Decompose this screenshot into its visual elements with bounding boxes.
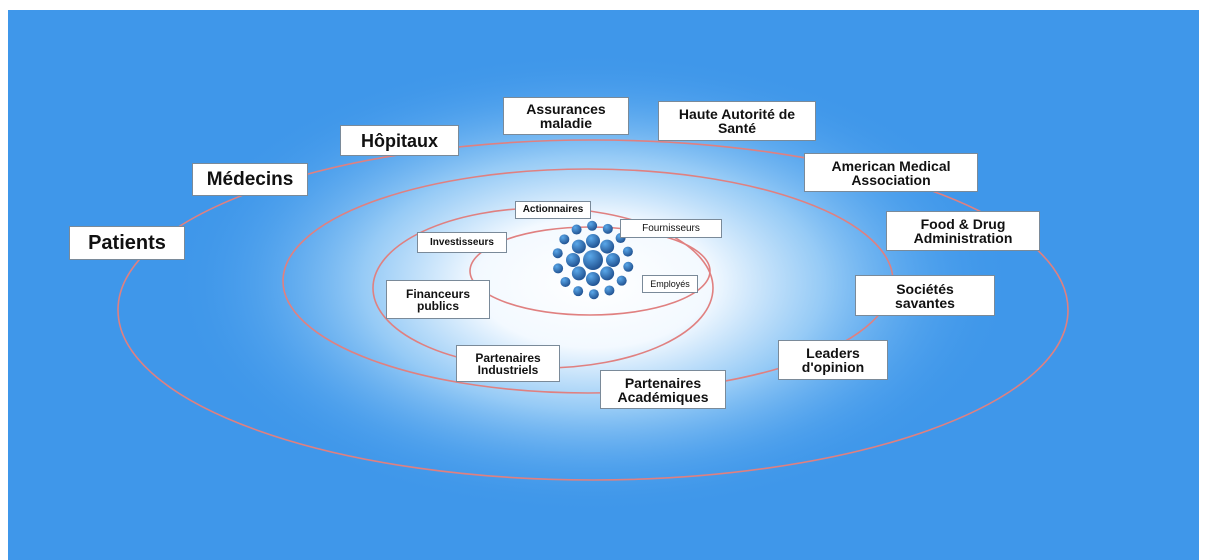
logo-dot <box>602 223 613 234</box>
logo-dot <box>553 263 564 274</box>
label-employes: Employés <box>642 275 698 293</box>
label-hopitaux: Hôpitaux <box>340 125 459 156</box>
label-actionnaires: Actionnaires <box>515 201 591 219</box>
logo-dot <box>571 266 586 281</box>
logo-dot <box>616 275 627 286</box>
logo-dot <box>586 272 600 286</box>
logo-dot <box>552 248 563 259</box>
label-societes: Sociétés savantes <box>855 275 995 316</box>
logo-dot <box>588 289 599 300</box>
logo-dot <box>600 266 615 281</box>
stakeholder-diagram: Patients Médecins Hôpitaux Assurances ma… <box>8 10 1199 560</box>
label-fda: Food & Drug Administration <box>886 211 1040 251</box>
label-has: Haute Autorité de Santé <box>658 101 816 141</box>
logo-dot <box>560 276 571 287</box>
logo-dot <box>600 239 615 254</box>
logo-dot <box>622 246 633 257</box>
logo-dot <box>606 253 620 267</box>
logo-dot <box>571 224 582 235</box>
logo-dot <box>623 261 634 272</box>
logo-dot <box>571 239 586 254</box>
logo-dot <box>573 286 584 297</box>
ring-diagram <box>117 48 1069 518</box>
label-assurances: Assurances maladie <box>503 97 629 135</box>
logo-dot <box>583 250 603 270</box>
logo-dot <box>566 253 580 267</box>
label-partenaires-academiques: Partenaires Académiques <box>600 370 726 409</box>
label-investisseurs: Investisseurs <box>417 232 507 253</box>
label-ama: American Medical Association <box>804 153 978 192</box>
label-patients: Patients <box>69 226 185 260</box>
label-leaders: Leaders d'opinion <box>778 340 888 380</box>
label-fournisseurs: Fournisseurs <box>620 219 722 238</box>
outer-ring <box>117 139 1069 481</box>
logo-dot <box>559 234 570 245</box>
logo-dot <box>587 220 598 231</box>
label-partenaires-industriels: Partenaires Industriels <box>456 345 560 382</box>
label-financeurs-publics: Financeurs publics <box>386 280 490 319</box>
circle-dots-logo <box>552 220 634 300</box>
logo-dot <box>586 234 600 248</box>
logo-dot <box>604 285 615 296</box>
label-medecins: Médecins <box>192 163 308 196</box>
